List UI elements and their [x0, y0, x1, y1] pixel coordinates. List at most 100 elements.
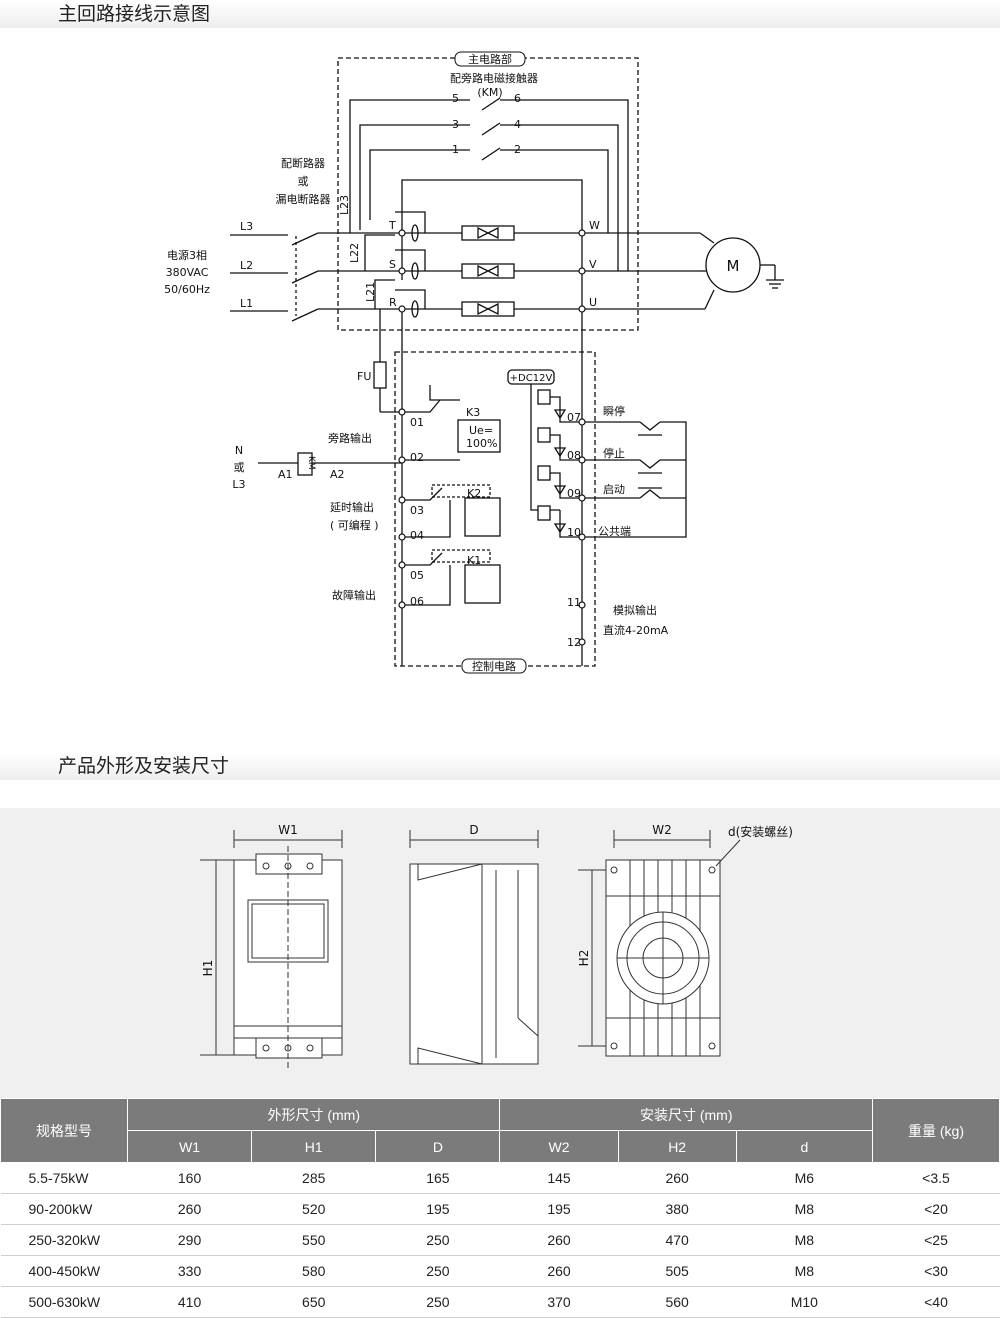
- control-circuit-label-bg: [461, 658, 527, 674]
- section-title-dimensions: 产品外形及安装尺寸: [58, 755, 230, 777]
- fuse-label: FU: [357, 370, 371, 383]
- cell-screw: M10: [736, 1286, 873, 1318]
- cell-d: 250: [375, 1255, 500, 1287]
- section-title-wiring: 主回路接线示意图: [58, 3, 211, 25]
- table-row: 500-630kW 410 650 250 370 560 M10 <40: [0, 1286, 1000, 1318]
- terminal-09: 09: [567, 487, 581, 500]
- contact-1: 1: [452, 143, 459, 156]
- a2-label: A2: [330, 468, 345, 481]
- label-screw: d(安装螺丝): [728, 824, 793, 839]
- cell-h1: 285: [251, 1162, 376, 1194]
- cell-h1: 650: [251, 1286, 376, 1318]
- bypass-l23: L23: [338, 195, 351, 215]
- frequency-label: 50/60Hz: [164, 283, 210, 296]
- spec-table: 规格型号 外形尺寸 (mm) 安装尺寸 (mm) 重量 (kg) W1 H1 D…: [0, 1098, 1000, 1318]
- cell-screw: M6: [736, 1162, 873, 1194]
- bypass-l21: L21: [364, 282, 377, 302]
- terminal-11: 11: [567, 596, 581, 609]
- n-label: N: [235, 444, 243, 457]
- cell-h1: 550: [251, 1224, 376, 1256]
- control-circuit-label: 控制电路: [472, 659, 516, 673]
- line-l3: L3: [240, 220, 253, 233]
- terminal-02: 02: [410, 451, 424, 464]
- instant-stop-label: 瞬停: [603, 404, 625, 418]
- ue-label: Ue=: [469, 424, 493, 437]
- contactor-label: 配旁路电磁接触器: [450, 71, 538, 85]
- section-header-dimensions: 产品外形及安装尺寸: [0, 752, 1000, 780]
- breaker-label2: 漏电断路器: [276, 192, 331, 206]
- terminal-04: 04: [410, 529, 424, 542]
- cell-w2: 260: [499, 1224, 619, 1256]
- dimension-panel: W1 H1 D W2 H2 d(安装螺丝): [0, 808, 1000, 1098]
- terminal-06: 06: [410, 595, 424, 608]
- label-d: D: [469, 823, 478, 837]
- contact-4: 4: [514, 118, 521, 131]
- cell-model: 90-200kW: [0, 1193, 128, 1225]
- header-h1: H1: [251, 1130, 377, 1163]
- start-label: 启动: [603, 483, 625, 496]
- header-screw-d: d: [735, 1130, 874, 1163]
- label-h2: H2: [577, 950, 591, 967]
- contact-5: 5: [452, 92, 459, 105]
- ue-value: 100%: [466, 437, 497, 450]
- terminal-01: 01: [410, 416, 424, 429]
- label-w2: W2: [652, 823, 672, 837]
- relay-k1: K1: [467, 554, 481, 567]
- header-w1: W1: [126, 1130, 253, 1163]
- common-label: 公共端: [598, 525, 631, 538]
- cell-d: 250: [375, 1224, 500, 1256]
- breaker-or: 或: [298, 175, 309, 188]
- delay-output-label: 延时输出: [330, 500, 374, 514]
- cell-model: 500-630kW: [0, 1286, 128, 1318]
- a1-label: A1: [278, 468, 293, 481]
- cell-w1: 260: [127, 1193, 252, 1225]
- cell-h2: 560: [618, 1286, 737, 1318]
- table-row: 90-200kW 260 520 195 195 380 M8 <20: [0, 1193, 1000, 1225]
- contact-2: 2: [514, 143, 521, 156]
- cell-d: 195: [375, 1193, 500, 1225]
- breaker-label: 配断路器: [281, 156, 325, 170]
- cell-h2: 470: [618, 1224, 737, 1256]
- header-w2: W2: [499, 1130, 619, 1163]
- terminal-v: V: [589, 258, 597, 271]
- cell-model: 400-450kW: [0, 1255, 128, 1287]
- main-circuit-label-bg: [454, 51, 526, 67]
- cell-h1: 520: [251, 1193, 376, 1225]
- cell-screw: M8: [736, 1193, 873, 1225]
- terminal-u: U: [589, 296, 597, 309]
- cell-weight: <25: [872, 1224, 1000, 1256]
- cell-w1: 290: [127, 1224, 252, 1256]
- header-weight: 重量 (kg): [872, 1098, 1000, 1163]
- header-install-dimensions: 安装尺寸 (mm): [499, 1098, 873, 1131]
- cell-screw: M8: [736, 1255, 873, 1287]
- relay-k3: K3: [466, 406, 480, 419]
- terminal-r: R: [389, 296, 397, 309]
- section-header-wiring: 主回路接线示意图: [0, 0, 1000, 28]
- cell-w2: 195: [499, 1193, 619, 1225]
- line-l1: L1: [240, 297, 253, 310]
- header-h2: H2: [617, 1130, 737, 1163]
- label-w1: W1: [278, 823, 298, 837]
- cell-w2: 260: [499, 1255, 619, 1287]
- cell-d: 165: [375, 1162, 500, 1194]
- cell-weight: <20: [872, 1193, 1000, 1225]
- contact-6: 6: [514, 92, 521, 105]
- terminal-10: 10: [567, 526, 581, 539]
- programmable-label: ( 可编程 ): [330, 518, 379, 532]
- cell-h2: 380: [618, 1193, 737, 1225]
- cell-model: 250-320kW: [0, 1224, 128, 1256]
- terminal-07: 07: [567, 411, 581, 424]
- cell-w1: 160: [127, 1162, 252, 1194]
- bypass-output-label: 旁路输出: [328, 431, 372, 445]
- cell-d: 250: [375, 1286, 500, 1318]
- motor-label: M: [727, 257, 740, 275]
- terminal-03: 03: [410, 504, 424, 517]
- cell-weight: <3.5: [872, 1162, 1000, 1194]
- terminal-12: 12: [567, 636, 581, 649]
- table-row: 400-450kW 330 580 250 260 505 M8 <30: [0, 1255, 1000, 1287]
- header-outer-dimensions: 外形尺寸 (mm): [126, 1098, 501, 1131]
- stop-label: 停止: [603, 446, 625, 460]
- cell-h2: 505: [618, 1255, 737, 1287]
- bypass-l22: L22: [348, 243, 361, 263]
- main-circuit-label: 主电路部: [468, 52, 512, 66]
